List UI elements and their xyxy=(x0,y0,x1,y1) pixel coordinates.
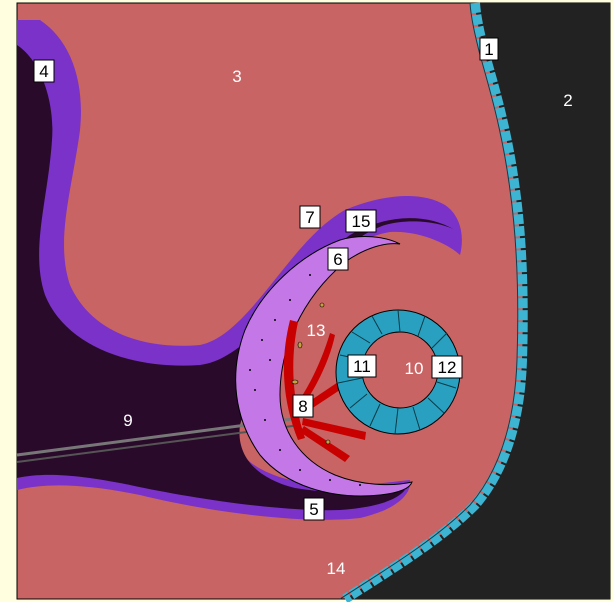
svg-text:12: 12 xyxy=(438,358,457,377)
label-12: 12 xyxy=(431,355,463,379)
label-7: 7 xyxy=(299,205,321,229)
label-11: 11 xyxy=(347,354,377,378)
svg-text:11: 11 xyxy=(353,357,371,376)
svg-text:6: 6 xyxy=(333,250,342,269)
svg-text:1: 1 xyxy=(484,40,493,59)
label-14: 14 xyxy=(327,559,346,578)
label-15: 15 xyxy=(345,209,377,233)
label-13: 13 xyxy=(307,321,326,340)
svg-text:5: 5 xyxy=(309,500,318,519)
svg-text:15: 15 xyxy=(352,212,371,231)
label-8: 8 xyxy=(292,394,314,418)
crescent-dots xyxy=(249,274,361,486)
label-5: 5 xyxy=(303,497,325,521)
label-3: 3 xyxy=(232,67,241,86)
label-4: 4 xyxy=(33,59,55,83)
svg-text:8: 8 xyxy=(298,397,307,416)
label-1: 1 xyxy=(479,37,499,61)
optic-cup-crescent xyxy=(235,236,413,497)
label-10: 10 xyxy=(405,359,424,378)
surface-ectoderm-outline xyxy=(339,2,519,600)
surface-ectoderm xyxy=(342,2,528,602)
label-9: 9 xyxy=(123,411,132,430)
left-dark-cavity xyxy=(17,45,455,511)
label-2: 2 xyxy=(563,91,572,110)
svg-text:4: 4 xyxy=(39,62,48,81)
scattered-cells xyxy=(291,302,331,445)
svg-text:7: 7 xyxy=(305,208,314,227)
label-6: 6 xyxy=(327,247,349,271)
lens-vesicle xyxy=(335,309,461,435)
dark-outer-region xyxy=(345,3,610,599)
